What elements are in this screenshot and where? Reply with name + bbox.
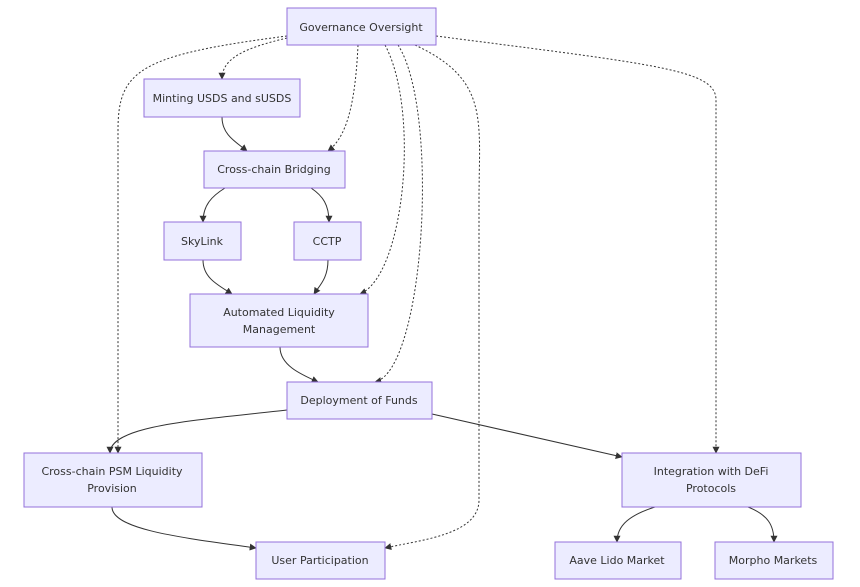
node-aave-lido-market: Aave Lido Market (554, 541, 682, 580)
node-deployment-of-funds: Deployment of Funds (286, 381, 433, 420)
edge-bridging-to-cctp (310, 187, 333, 223)
dotted-edges (114, 35, 720, 551)
node-label-line-1: Cross-chain PSM Liquidity (41, 465, 183, 478)
edge-governance-to-psm (114, 35, 288, 454)
node-label-line-2: Management (243, 323, 316, 336)
edge-liquidity-to-deployment (279, 346, 319, 383)
node-skylink: SkyLink (163, 221, 242, 261)
node-integration-defi: Integration with DeFi Protocols (621, 452, 802, 508)
node-label: Cross-chain Bridging (217, 163, 331, 176)
edge-defi-to-morpho (747, 506, 778, 543)
edge-deployment-to-psm (106, 409, 288, 454)
edge-governance-to-liquidity (359, 44, 405, 295)
node-minting: Minting USDS and sUSDS (143, 78, 301, 118)
solid-edges (106, 116, 778, 551)
node-label: User Participation (271, 554, 368, 567)
edge-bridging-to-skylink (199, 187, 226, 223)
edge-governance-to-defi (435, 35, 720, 454)
node-label: CCTP (313, 235, 342, 248)
node-cross-chain-psm: Cross-chain PSM Liquidity Provision (23, 452, 203, 508)
edge-cctp-to-liquidity (313, 259, 329, 295)
node-label: SkyLink (181, 235, 224, 248)
node-label: Aave Lido Market (569, 554, 665, 567)
node-label-line-1: Integration with DeFi (654, 465, 769, 478)
node-automated-liquidity-management: Automated Liquidity Management (189, 293, 369, 348)
node-label-line-2: Protocols (686, 482, 736, 495)
node-label: Minting USDS and sUSDS (153, 92, 292, 105)
node-label: Morpho Markets (729, 554, 818, 567)
edge-governance-to-bridging (327, 44, 359, 152)
node-label: Governance Oversight (299, 21, 423, 34)
node-cross-chain-bridging: Cross-chain Bridging (203, 150, 346, 189)
edge-deployment-to-defi (431, 413, 623, 460)
edge-governance-to-user (384, 44, 481, 551)
edge-governance-to-deployment (374, 44, 423, 384)
node-governance-oversight: Governance Oversight (286, 7, 437, 46)
node-cctp: CCTP (293, 221, 362, 261)
edge-minting-to-bridging (221, 116, 248, 152)
node-label: Deployment of Funds (300, 394, 418, 407)
edge-defi-to-aave (613, 506, 656, 543)
edge-skylink-to-liquidity (202, 259, 233, 295)
node-morpho-markets: Morpho Markets (714, 541, 834, 580)
node-label-line-1: Automated Liquidity (223, 306, 335, 319)
node-user-participation: User Participation (255, 541, 386, 580)
edge-governance-to-minting (218, 37, 288, 80)
node-label-line-2: Provision (87, 482, 137, 495)
edge-psm-to-user (111, 506, 257, 551)
